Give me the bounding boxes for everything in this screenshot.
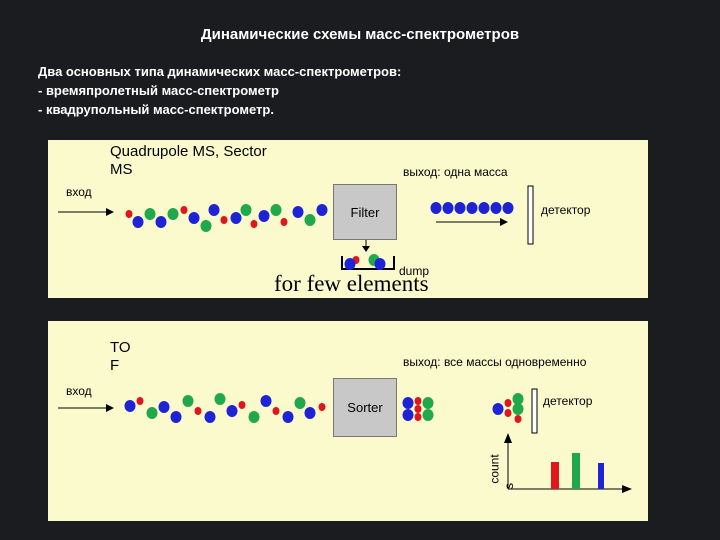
slide-title: Динамические схемы масс-спектрометров (0, 26, 720, 43)
blue-ion-dot (159, 401, 170, 413)
dump-arrowhead (362, 246, 370, 252)
quadrupole-diagram: Quadrupole MS, Sector MS вход выход: одн… (48, 140, 648, 298)
blue-ion-dot (171, 411, 182, 423)
green-ion-dot (168, 208, 179, 220)
green-ion-dot (201, 220, 212, 232)
red-ion-dot (273, 407, 280, 415)
intro-line: - времяпролетный масс-спектрометр (38, 81, 401, 100)
sorter-box: Sorter (333, 378, 397, 437)
red-ion-dot (126, 210, 133, 218)
blue-ion-dot (261, 395, 272, 407)
blue-ion-dot (443, 202, 454, 214)
count-axis-label: count (488, 454, 502, 483)
green-ion-dot (295, 397, 306, 409)
intro-line: Два основных типа динамических масс-спек… (38, 62, 401, 81)
green-ion-dot (513, 393, 524, 405)
green-ion-dot (305, 214, 316, 226)
filter-box: Filter (333, 184, 397, 240)
detector-plate (528, 186, 533, 244)
intro-text: Два основных типа динамических масс-спек… (38, 62, 401, 119)
blue-ion-dot (345, 258, 356, 270)
blue-ion-dot (479, 202, 490, 214)
red-ion-dot (415, 405, 422, 413)
blue-ion-dot (125, 400, 136, 412)
blue-ion-dot (375, 258, 386, 270)
red-ion-dot (221, 216, 228, 224)
green-ion-dot (249, 411, 260, 423)
output-label: выход: одна масса (403, 165, 508, 179)
blue-ion-dot (403, 397, 414, 409)
particle-stream (126, 202, 514, 270)
red-ion-dot (415, 397, 422, 405)
blue-ion-dot (227, 405, 238, 417)
blue-ion-dot (305, 407, 316, 419)
detector-plate (532, 389, 537, 433)
instrument-name-cont: F (110, 357, 119, 375)
blue-ion-dot (503, 202, 514, 214)
red-ion-dot (239, 401, 246, 409)
red-ion-dot (137, 397, 144, 405)
caption: for few elements (274, 271, 429, 297)
detector-label: детектор (543, 394, 592, 408)
instrument-name-cont: MS (110, 161, 133, 179)
red-ion-dot (251, 220, 258, 228)
green-ion-dot (271, 204, 282, 216)
blue-ion-dot (259, 210, 270, 222)
red-ion-dot (415, 413, 422, 421)
input-label: вход (66, 384, 92, 398)
blue-ion-dot (493, 403, 504, 415)
blue-ion-dot (231, 212, 242, 224)
input-arrowhead (106, 404, 114, 412)
particle-stream (125, 393, 524, 423)
red-ion-dot (505, 399, 512, 407)
blue-ion-dot (189, 212, 200, 224)
blue-ion-dot (293, 206, 304, 218)
blue-ion-dot (467, 202, 478, 214)
instrument-name: Quadrupole MS, Sector (110, 143, 267, 161)
green-ion-dot (215, 393, 226, 405)
output-label: выход: все массы одновременно (403, 355, 586, 369)
peak-blue (598, 463, 604, 489)
green-ion-dot (423, 409, 434, 421)
green-ion-dot (145, 208, 156, 220)
instrument-name: TO (110, 339, 131, 357)
detector-label: детектор (541, 203, 590, 217)
blue-ion-dot (205, 411, 216, 423)
blue-ion-dot (431, 202, 442, 214)
x-axis-label: s (502, 483, 516, 489)
output-arrowhead (500, 218, 508, 226)
blue-ion-dot (317, 204, 328, 216)
blue-ion-dot (133, 216, 144, 228)
green-ion-dot (241, 204, 252, 216)
red-ion-dot (195, 407, 202, 415)
y-axis-arrowhead (504, 433, 512, 443)
intro-line: - квадрупольный масс-спектрометр. (38, 100, 401, 119)
red-ion-dot (505, 409, 512, 417)
tof-diagram: TO F вход выход: все массы одновременно … (48, 321, 648, 521)
input-arrowhead (106, 208, 114, 216)
blue-ion-dot (209, 204, 220, 216)
red-ion-dot (281, 218, 288, 226)
x-axis-arrowhead (622, 485, 632, 493)
green-ion-dot (183, 395, 194, 407)
blue-ion-dot (455, 202, 466, 214)
blue-ion-dot (156, 216, 167, 228)
green-ion-dot (423, 397, 434, 409)
green-ion-dot (147, 407, 158, 419)
red-ion-dot (515, 415, 522, 423)
blue-ion-dot (283, 411, 294, 423)
input-label: вход (66, 185, 92, 199)
peak-red (551, 462, 559, 489)
peak-green (572, 453, 580, 489)
blue-ion-dot (491, 202, 502, 214)
red-ion-dot (319, 403, 326, 411)
blue-ion-dot (403, 409, 414, 421)
red-ion-dot (181, 206, 188, 214)
